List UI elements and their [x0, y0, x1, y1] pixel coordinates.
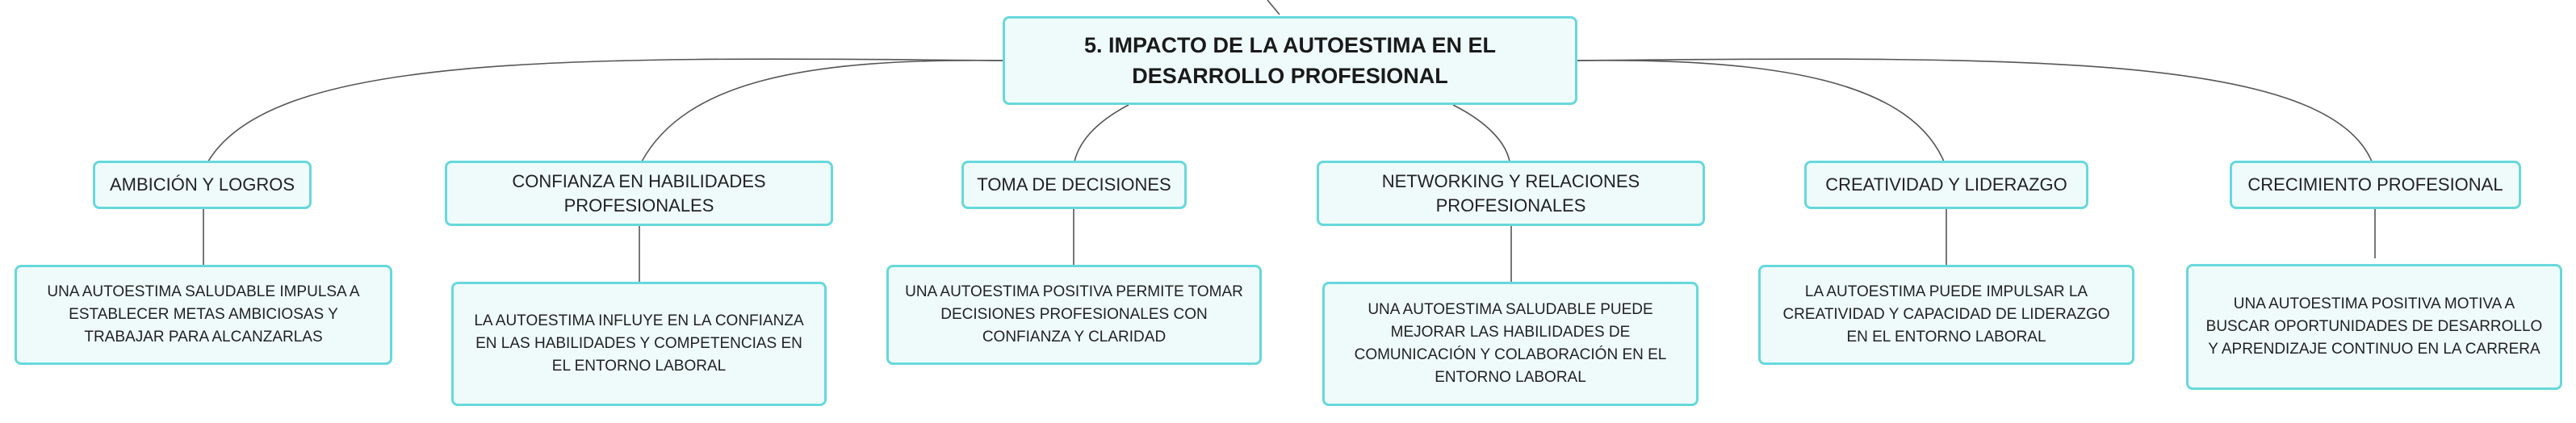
- topic-node-crecimiento[interactable]: CRECIMIENTO PROFESIONAL: [2230, 161, 2521, 209]
- topic-label: NETWORKING Y RELACIONES PROFESIONALES: [1381, 170, 1640, 216]
- root-node[interactable]: 5. IMPACTO DE LA AUTOESTIMA EN EL DESARR…: [1003, 16, 1577, 105]
- connector-parent: [1267, 0, 1280, 15]
- detail-text: UNA AUTOESTIMA SALUDABLE PUEDE MEJORAR L…: [1354, 301, 1667, 386]
- topic-label: CREATIVIDAD Y LIDERAZGO: [1825, 174, 2067, 195]
- detail-text: UNA AUTOESTIMA POSITIVA MOTIVA A BUSCAR …: [2205, 295, 2543, 358]
- connector-topic-5: [1577, 59, 1946, 166]
- detail-text: LA AUTOESTIMA PUEDE IMPULSAR LA CREATIVI…: [1782, 283, 2110, 346]
- detail-node-creatividad[interactable]: LA AUTOESTIMA PUEDE IMPULSAR LA CREATIVI…: [1758, 265, 2134, 365]
- connector-topic-4: [1452, 104, 1510, 162]
- detail-node-decisiones[interactable]: UNA AUTOESTIMA POSITIVA PERMITE TOMAR DE…: [886, 265, 1262, 365]
- detail-node-confianza[interactable]: LA AUTOESTIMA INFLUYE EN LA CONFIANZA EN…: [451, 282, 827, 406]
- detail-node-networking[interactable]: UNA AUTOESTIMA SALUDABLE PUEDE MEJORAR L…: [1322, 282, 1698, 406]
- detail-text: UNA AUTOESTIMA POSITIVA PERMITE TOMAR DE…: [905, 283, 1243, 346]
- topic-node-creatividad[interactable]: CREATIVIDAD Y LIDERAZGO: [1804, 161, 2088, 209]
- connector-topic-3: [1073, 104, 1129, 166]
- detail-text: UNA AUTOESTIMA SALUDABLE IMPULSA A ESTAB…: [47, 283, 360, 346]
- topic-node-ambicion[interactable]: AMBICIÓN Y LOGROS: [93, 161, 312, 209]
- detail-text: LA AUTOESTIMA INFLUYE EN LA CONFIANZA EN…: [474, 312, 804, 375]
- topic-label: CRECIMIENTO PROFESIONAL: [2247, 174, 2503, 195]
- connector-topic-6: [1577, 58, 2374, 166]
- topic-label: AMBICIÓN Y LOGROS: [109, 174, 295, 195]
- topic-node-networking[interactable]: NETWORKING Y RELACIONES PROFESIONALES: [1317, 161, 1705, 226]
- connector-topic-2: [641, 59, 1003, 162]
- topic-label: TOMA DE DECISIONES: [977, 174, 1171, 195]
- topic-node-confianza[interactable]: CONFIANZA EN HABILIDADES PROFESIONALES: [445, 161, 833, 226]
- topic-node-decisiones[interactable]: TOMA DE DECISIONES: [961, 161, 1187, 209]
- detail-node-crecimiento[interactable]: UNA AUTOESTIMA POSITIVA MOTIVA A BUSCAR …: [2186, 264, 2562, 390]
- connector-topic-1: [205, 58, 1003, 166]
- detail-node-ambicion[interactable]: UNA AUTOESTIMA SALUDABLE IMPULSA A ESTAB…: [15, 265, 392, 365]
- root-title: 5. IMPACTO DE LA AUTOESTIMA EN EL DESARR…: [1083, 33, 1497, 88]
- topic-label: CONFIANZA EN HABILIDADES PROFESIONALES: [512, 170, 766, 216]
